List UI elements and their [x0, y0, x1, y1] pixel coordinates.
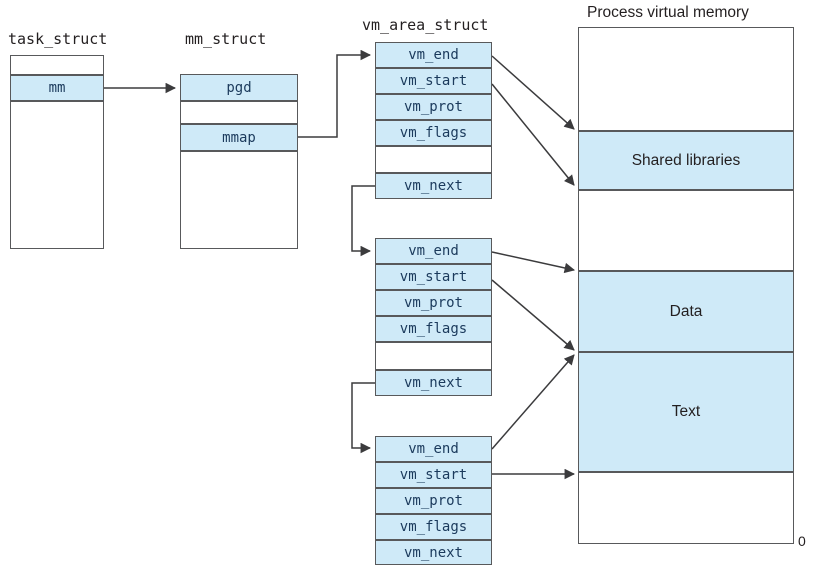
vma-3-row-vm-next: vm_next: [375, 540, 492, 565]
vma-2-row-empty: [375, 342, 492, 370]
memory-region-kernel-gap: [578, 27, 794, 131]
vma-1-row-vm-prot: vm_prot: [375, 94, 492, 120]
wire-vma3-end-to-memory: [491, 354, 575, 450]
task-struct-row-2: [10, 101, 104, 249]
wire-vma2-next-to-vma3: [351, 382, 375, 454]
memory-zero-address-label: 0: [798, 533, 806, 549]
vma-2-row-vm-end: vm_end: [375, 238, 492, 264]
vma-3-row-vm-start: vm_start: [375, 462, 492, 488]
vma-2-row-vm-flags: vm_flags: [375, 316, 492, 342]
vma-1-row-vm-flags: vm_flags: [375, 120, 492, 146]
vma-3-row-vm-prot: vm_prot: [375, 488, 492, 514]
wire-mmap-to-vma1: [298, 49, 372, 138]
label-vm-area-struct: vm_area_struct: [362, 16, 489, 34]
vma-1-row-vm-end: vm_end: [375, 42, 492, 68]
vma-1-row-vm-next: vm_next: [375, 173, 492, 199]
task-struct-row-mm: mm: [10, 75, 104, 101]
vma-3-row-vm-end: vm_end: [375, 436, 492, 462]
vma-2-row-vm-next: vm_next: [375, 370, 492, 396]
task-struct-row-0: [10, 55, 104, 75]
mm-struct-row-3: [180, 151, 298, 249]
wire-vma1-start-to-memory: [491, 83, 575, 186]
vma-3-row-vm-flags: vm_flags: [375, 514, 492, 540]
label-mm-struct: mm_struct: [185, 30, 267, 48]
wire-vma2-start-to-memory: [491, 279, 575, 351]
wire-vma2-end-to-memory: [491, 251, 576, 274]
vma-2-row-vm-start: vm_start: [375, 264, 492, 290]
wire-vma1-next-to-vma2: [351, 185, 375, 257]
mm-struct-row-1: [180, 101, 298, 124]
vma-1-row-vm-start: vm_start: [375, 68, 492, 94]
mm-struct-row-pgd: pgd: [180, 74, 298, 101]
vma-2-row-vm-prot: vm_prot: [375, 290, 492, 316]
memory-region-gap-3: [578, 472, 794, 544]
memory-region-text: Text: [578, 352, 794, 472]
vma-1-row-empty: [375, 146, 492, 173]
mm-struct-row-mmap: mmap: [180, 124, 298, 151]
memory-region-data: Data: [578, 271, 794, 352]
memory-region-gap-2: [578, 190, 794, 271]
memory-region-shared-libraries: Shared libraries: [578, 131, 794, 190]
label-task-struct: task_struct: [8, 30, 108, 48]
wire-vma1-end-to-memory: [491, 55, 575, 130]
label-process-virtual-memory: Process virtual memory: [587, 4, 749, 21]
